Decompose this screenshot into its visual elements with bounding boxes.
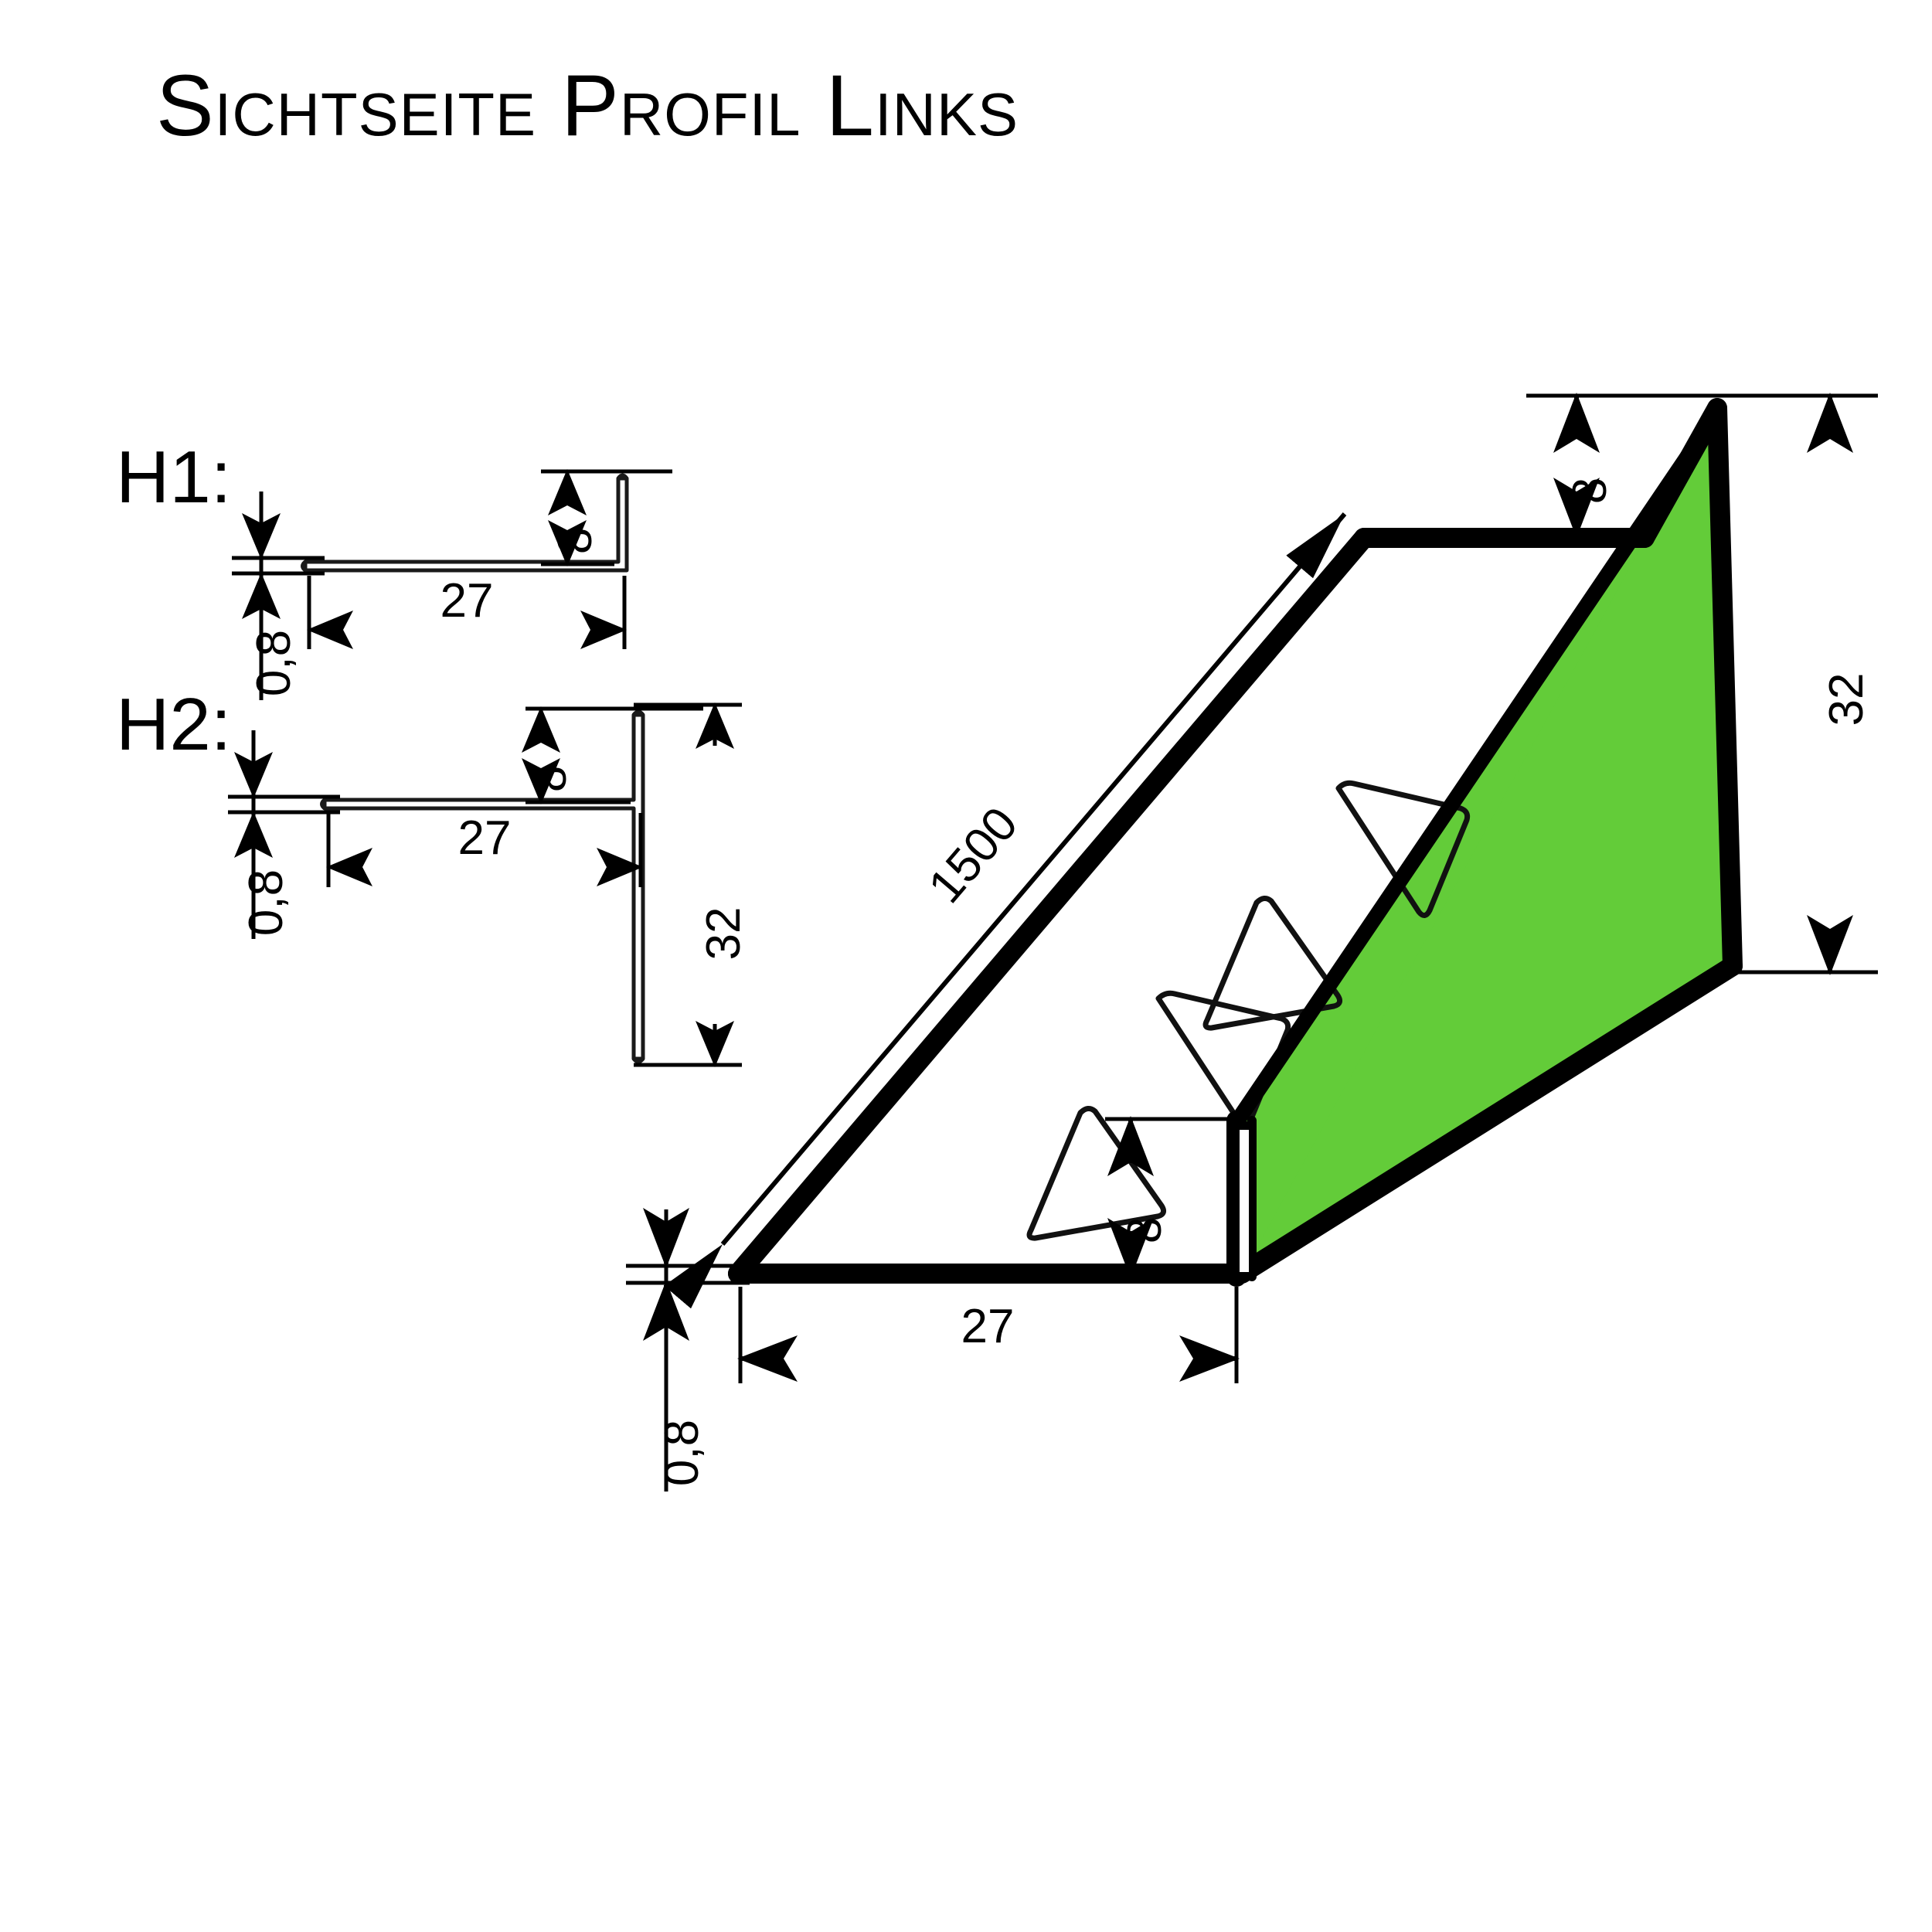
dimension-iso-web-height-value: 32 [1820, 673, 1873, 726]
dimension-iso-bottom-lip-value: 8 [1118, 1217, 1172, 1243]
dimension-h2-flange-width: 27 [326, 811, 643, 887]
dimension-h1-flange-width: 27 [307, 574, 627, 649]
profile-h1-label: H1: [116, 436, 231, 519]
profile-h2-label: H2: [116, 683, 231, 766]
dimension-h2-thickness-value: 0,8 [240, 869, 293, 936]
dimension-h2-thickness: 0,8 [228, 730, 340, 939]
dimension-h1-lip-value: 8 [549, 528, 602, 554]
dimension-h1-thickness-value: 0,8 [247, 630, 301, 696]
dimension-iso-thickness: 0,8 [626, 1208, 750, 1492]
dimension-iso-bottom-lip: 8 [1105, 1116, 1236, 1278]
dimension-h1-thickness: 0,8 [232, 492, 325, 700]
dimension-iso-top-lip-value: 8 [1563, 478, 1617, 504]
bottom-lip-corner [1233, 1122, 1255, 1278]
dimension-iso-bottom-flange-value: 27 [961, 1300, 1015, 1353]
dimension-iso-web-height: 32 [1717, 393, 1878, 975]
dimension-iso-top-lip: 8 [1526, 393, 1777, 538]
dimension-iso-bottom-flange: 27 [737, 1287, 1240, 1383]
dimension-h1-lip-height: 8 [541, 469, 672, 566]
dimension-h2-lip-value: 8 [523, 766, 577, 792]
dimension-iso-thickness-value: 0,8 [655, 1420, 709, 1486]
dimension-iso-length-value: 1500 [918, 798, 1028, 913]
page-title: Sichtseite Profil Links [155, 57, 1019, 154]
profile-h1-geometry [301, 473, 629, 573]
dimension-h1-flange-value: 27 [440, 574, 494, 628]
dimension-h2-lip-height: 8 [522, 706, 703, 804]
dimension-h2-web-height: 32 [634, 702, 750, 1067]
profile-h2-geometry [320, 709, 645, 1064]
dimension-h2-flange-value: 27 [458, 811, 512, 865]
visible-face-green [1236, 408, 1733, 1274]
dimension-h2-web-value: 32 [697, 907, 750, 961]
